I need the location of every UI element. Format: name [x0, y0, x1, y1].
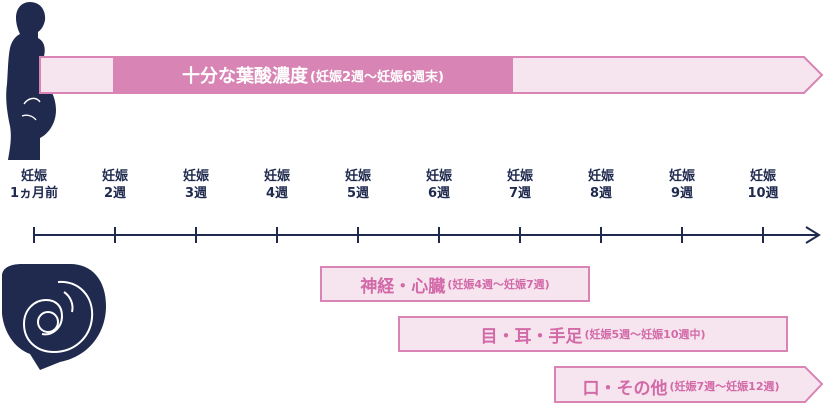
banner-main-label: 十分な葉酸濃度 [182, 66, 308, 87]
week-label-line2: 5週 [346, 186, 370, 201]
week-label: 妊娠 2週 [85, 168, 145, 202]
week-label: 妊娠 8週 [571, 168, 631, 202]
week-label: 妊娠 10週 [733, 168, 793, 202]
fetus-in-womb-icon [2, 264, 106, 370]
week-label-line2: 4週 [265, 186, 289, 201]
week-label-line1: 妊娠 [425, 169, 452, 184]
week-label-line1: 妊娠 [587, 169, 614, 184]
week-label-line2: 3週 [184, 186, 208, 201]
week-label: 妊娠 4週 [247, 168, 307, 202]
week-label: 妊娠 6週 [409, 168, 469, 202]
week-label-line2: 6週 [427, 186, 451, 201]
week-label-line2: 10週 [747, 186, 779, 201]
week-label-line2: 8週 [589, 186, 613, 201]
period-main-label: 口・その他 [582, 378, 668, 399]
period-main-label: 神経・心臓 [360, 276, 446, 297]
week-label-line1: 妊娠 [101, 169, 128, 184]
week-label-line1: 妊娠 [20, 169, 47, 184]
period-main-label: 目・耳・手足 [480, 326, 583, 347]
week-label-line1: 妊娠 [668, 169, 695, 184]
period-bar-eyes-ears-limbs: 目・耳・手足 (妊娠5週〜妊娠10週中) [398, 316, 788, 352]
folic-acid-banner [39, 56, 824, 94]
period-bar-mouth-other-text: 口・その他 (妊娠7週〜妊娠12週) [556, 368, 806, 404]
week-label: 妊娠 5週 [328, 168, 388, 202]
week-label-line1: 妊娠 [182, 169, 209, 184]
period-sub-label: (妊娠4週〜妊娠7週) [447, 278, 550, 291]
period-bar-nerves-heart: 神経・心臓 (妊娠4週〜妊娠7週) [320, 266, 590, 302]
period-sub-label: (妊娠7週〜妊娠12週) [669, 380, 780, 393]
week-label-line1: 妊娠 [344, 169, 371, 184]
week-label: 妊娠 1ヵ月前 [4, 168, 64, 202]
folic-acid-banner-text: 十分な葉酸濃度 (妊娠2週〜妊娠6週末) [113, 57, 513, 93]
week-label: 妊娠 3週 [166, 168, 226, 202]
banner-sub-label: (妊娠2週〜妊娠6週末) [310, 69, 444, 85]
week-label-line2: 9週 [670, 186, 694, 201]
week-label-line2: 7週 [508, 186, 532, 201]
week-label-line1: 妊娠 [506, 169, 533, 184]
week-label: 妊娠 7週 [490, 168, 550, 202]
week-label-line2: 1ヵ月前 [9, 186, 59, 201]
week-label-line1: 妊娠 [263, 169, 290, 184]
period-sub-label: (妊娠5週〜妊娠10週中) [584, 328, 706, 341]
timeline-axis [33, 226, 821, 244]
pregnant-woman-silhouette-icon [6, 2, 56, 160]
period-bar-mouth-other [554, 366, 824, 403]
week-label-line1: 妊娠 [749, 169, 776, 184]
week-label: 妊娠 9週 [652, 168, 712, 202]
week-label-line2: 2週 [103, 186, 127, 201]
